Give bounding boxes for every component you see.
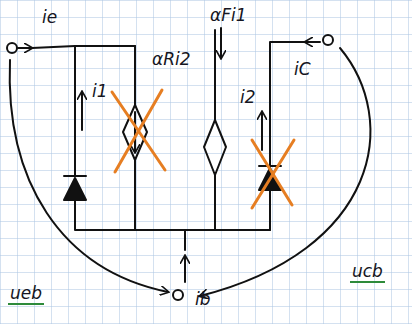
- terminal: [323, 35, 333, 45]
- current-label: i2: [238, 88, 258, 107]
- wire: [270, 42, 318, 230]
- voltage-arrow: [200, 48, 370, 296]
- current-source-symbol: [204, 120, 226, 175]
- terminal: [7, 43, 17, 53]
- current-label: i1: [90, 82, 110, 101]
- current-label: ie: [40, 8, 59, 27]
- current-label: αFi1: [208, 6, 249, 25]
- current-label: iC: [292, 60, 313, 79]
- current-label: αRi2: [150, 50, 193, 69]
- current-arrow: [134, 112, 136, 152]
- current-arrow: [305, 41, 320, 43]
- terminal: [173, 290, 183, 300]
- current-label: ib: [193, 290, 213, 309]
- current-arrow: [261, 112, 263, 150]
- current-arrow: [81, 92, 83, 130]
- current-label: ueb: [8, 284, 44, 305]
- cross-out: [252, 140, 294, 208]
- cross-out: [252, 140, 292, 205]
- current-label: ucb: [350, 262, 385, 283]
- wire: [184, 230, 186, 250]
- wire: [75, 46, 148, 230]
- voltage-arrow: [10, 60, 168, 292]
- current-arrow: [184, 256, 186, 282]
- diode-symbol: [64, 178, 86, 200]
- wire: [32, 46, 135, 48]
- wire: [214, 30, 216, 230]
- current-arrow: [220, 28, 222, 58]
- diode-symbol: [64, 175, 86, 177]
- wire: [148, 229, 270, 231]
- cross-out: [115, 90, 162, 172]
- wire: [18, 47, 32, 49]
